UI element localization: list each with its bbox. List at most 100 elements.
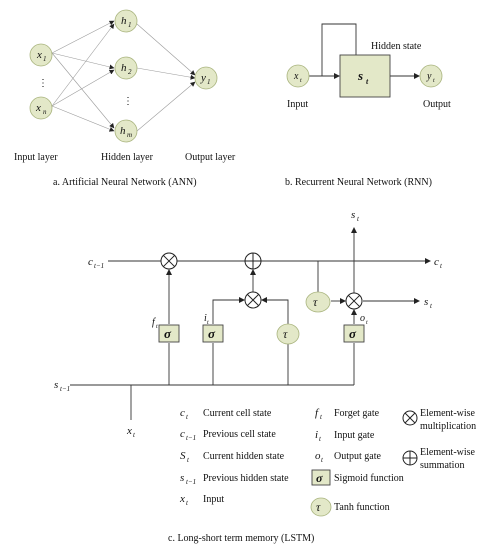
svg-text:Output gate: Output gate xyxy=(334,451,381,462)
legend-tanh-function: τ Tanh function xyxy=(310,497,390,517)
lstm-forget-sigmoid-box: σ xyxy=(158,324,180,343)
svg-text:i: i xyxy=(204,313,207,324)
svg-text:x: x xyxy=(293,71,299,82)
svg-text:c: c xyxy=(88,256,93,268)
svg-text:t: t xyxy=(440,262,443,270)
svg-text:s: s xyxy=(357,68,363,83)
ann-input-node-xn: x n xyxy=(29,96,53,120)
svg-text:h: h xyxy=(120,125,126,137)
legend-previous-cell-state: c t−1 Previous cell state xyxy=(180,428,276,442)
legend-input: x t Input xyxy=(179,493,224,507)
svg-text:t−1: t−1 xyxy=(186,434,196,442)
lstm-output-tanh-node: τ xyxy=(305,291,331,313)
svg-text:x: x xyxy=(179,493,185,505)
legend-current-hidden-state: S t Current hidden state xyxy=(180,450,285,464)
svg-text:Sigmoid function: Sigmoid function xyxy=(334,473,404,484)
rnn-output-node: y t xyxy=(419,64,443,88)
svg-text:m: m xyxy=(127,131,132,139)
svg-text:Element-wise: Element-wise xyxy=(420,408,476,419)
lstm-caption: c. Long-short term memory (LSTM) xyxy=(168,533,314,544)
svg-text:x: x xyxy=(35,102,41,114)
svg-text:t: t xyxy=(186,499,189,507)
svg-text:o: o xyxy=(315,450,321,462)
lstm-label-i-t: i t xyxy=(204,313,209,326)
lstm-label-x-t: x t xyxy=(126,425,136,439)
ann-connections xyxy=(51,20,196,132)
ann-input-node-x1: x 1 xyxy=(29,43,53,67)
svg-text:t: t xyxy=(321,456,324,464)
svg-text:σ: σ xyxy=(316,471,323,485)
ann-hidden-node-hm: h m xyxy=(114,119,138,143)
svg-text:σ: σ xyxy=(349,326,357,341)
svg-text:t−1: t−1 xyxy=(186,478,196,486)
lstm-input-gate-out xyxy=(212,297,245,324)
svg-text:c: c xyxy=(180,407,185,419)
rnn-caption: b. Recurrent Neural Network (RNN) xyxy=(285,177,432,188)
lstm-panel: σ σ τ τ σ c t−1 c t s t xyxy=(54,209,476,544)
ann-hidden-node-h1: h 1 xyxy=(114,9,138,33)
svg-text:x: x xyxy=(126,425,132,437)
svg-text:n: n xyxy=(43,108,47,116)
ann-input-layer-label: Input layer xyxy=(14,152,58,163)
svg-text:τ: τ xyxy=(316,500,321,514)
svg-text:c: c xyxy=(180,428,185,440)
svg-text:t: t xyxy=(156,324,158,330)
lstm-label-c-t: c t xyxy=(434,256,443,270)
svg-text:σ: σ xyxy=(164,326,172,341)
svg-text:s: s xyxy=(54,379,58,391)
svg-text:t: t xyxy=(207,320,209,326)
svg-text:τ: τ xyxy=(313,295,318,309)
svg-text:o: o xyxy=(360,313,365,324)
rnn-input-node: x t xyxy=(286,64,310,88)
lstm-label-f-t: f t xyxy=(152,317,158,330)
svg-text:multiplication: multiplication xyxy=(420,421,476,432)
lstm-label-s-prev: s t−1 xyxy=(54,379,70,393)
svg-text:t: t xyxy=(430,302,433,310)
svg-text:σ: σ xyxy=(208,326,216,341)
svg-text:s: s xyxy=(424,296,428,308)
svg-text:2: 2 xyxy=(128,68,132,76)
legend-input-gate: i t Input gate xyxy=(315,429,375,443)
svg-text:Input: Input xyxy=(203,494,224,505)
svg-text:t: t xyxy=(320,413,323,421)
ann-output-layer-label: Output layer xyxy=(185,152,236,163)
svg-text:Current hidden state: Current hidden state xyxy=(203,451,285,462)
svg-text:summation: summation xyxy=(420,460,464,471)
lstm-label-s-top: s t xyxy=(351,209,360,223)
lstm-forget-mult-op xyxy=(160,252,178,270)
legend-forget-gate: f t Forget gate xyxy=(315,407,380,421)
lstm-input-sigmoid-box: σ xyxy=(202,324,224,343)
rnn-hidden-state-box: s t xyxy=(339,54,391,98)
svg-text:t−1: t−1 xyxy=(94,262,104,270)
svg-text:t: t xyxy=(366,320,368,326)
lstm-sum-op xyxy=(244,252,262,270)
lstm-legend: c t Current cell state c t−1 Previous ce… xyxy=(179,407,476,517)
svg-text:x: x xyxy=(36,49,42,61)
ann-panel: x 1 ⋮ x n h 1 h 2 ⋮ h m y 1 I xyxy=(14,9,236,188)
svg-text:t: t xyxy=(357,215,360,223)
lstm-label-c-prev: c t−1 xyxy=(88,256,104,270)
rnn-panel: x t s t y t Hidden state Input Output b.… xyxy=(285,23,451,188)
svg-text:Current cell state: Current cell state xyxy=(203,408,272,419)
svg-text:y: y xyxy=(200,72,206,84)
svg-text:t−1: t−1 xyxy=(60,385,70,393)
lstm-output-sigmoid-box: σ xyxy=(343,324,365,343)
svg-text:1: 1 xyxy=(207,78,211,86)
svg-text:t: t xyxy=(366,77,369,86)
svg-text:c: c xyxy=(434,256,439,268)
svg-text:1: 1 xyxy=(128,21,132,29)
svg-text:t: t xyxy=(319,435,322,443)
ann-hidden-node-h2: h 2 xyxy=(114,56,138,80)
svg-text:s: s xyxy=(180,472,184,484)
svg-text:s: s xyxy=(351,209,355,221)
svg-text:Forget gate: Forget gate xyxy=(334,408,380,419)
svg-text:τ: τ xyxy=(283,327,288,341)
ann-input-ellipsis: ⋮ xyxy=(38,78,48,89)
lstm-label-o-t: o t xyxy=(360,313,368,326)
legend-sigmoid-function: σ Sigmoid function xyxy=(311,469,404,486)
svg-text:f: f xyxy=(152,317,156,328)
rnn-output-label: Output xyxy=(423,99,451,110)
svg-text:t: t xyxy=(187,456,190,464)
lstm-candidate-tanh-node: τ xyxy=(276,323,300,345)
lstm-input-mult-op xyxy=(244,291,262,309)
